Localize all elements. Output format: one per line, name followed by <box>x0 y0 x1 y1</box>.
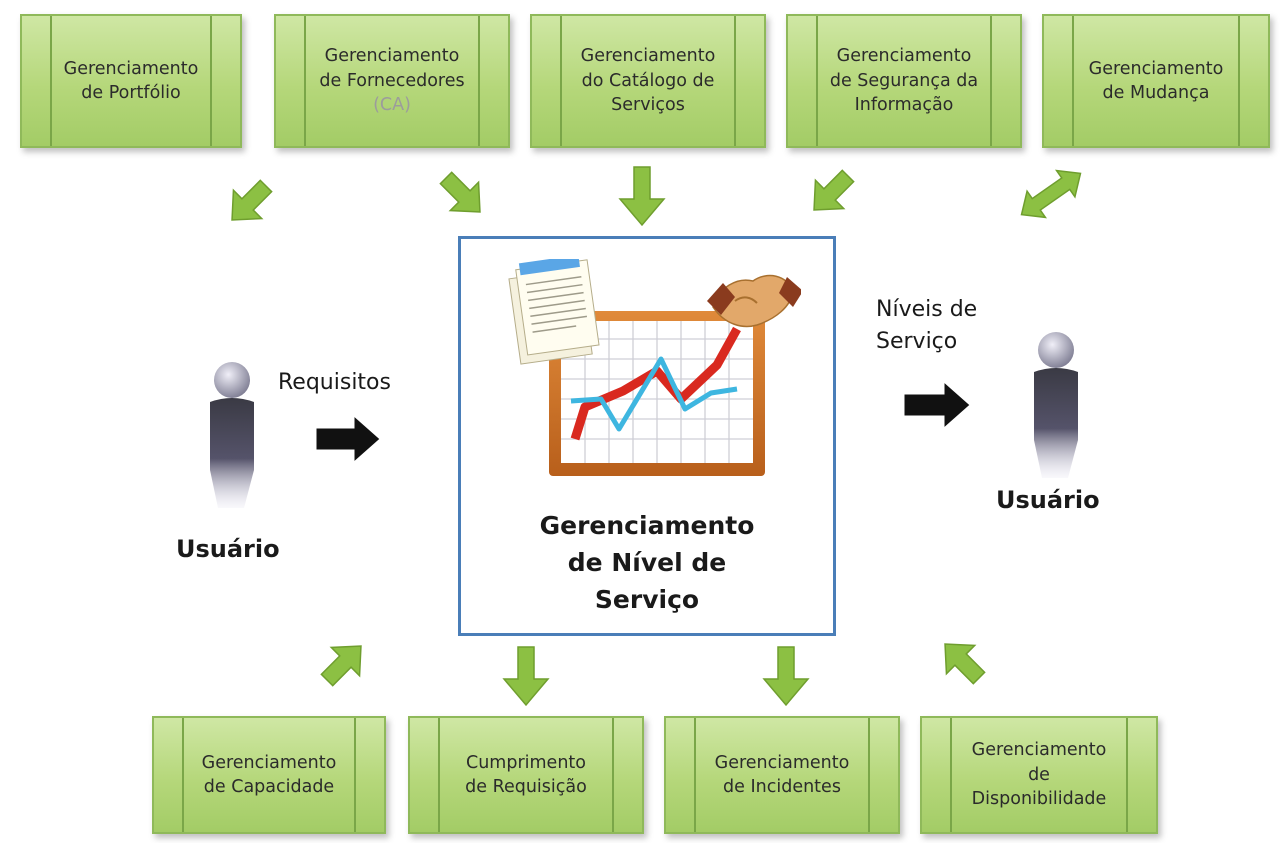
box-label-line: Gerenciamento <box>971 740 1107 761</box>
arrow-center-to-cumprimento <box>496 640 556 710</box>
box-label-line: de Mudança <box>1102 83 1210 103</box>
requisitos-label: Requisitos <box>278 370 391 395</box>
black-arrow-icon <box>315 414 381 464</box>
box-gerenciamento-mudanca: Gerenciamento de Mudança <box>1042 14 1270 148</box>
box-label: Gerenciamento do Catálogo de Serviços <box>549 44 748 118</box>
box-gerenciamento-portfolio: Gerenciamento de Portfólio <box>20 14 242 148</box>
box-label-line: Gerenciamento <box>836 46 972 67</box>
box-label-line: Cumprimento <box>465 752 586 773</box>
box-label-line: de Capacidade <box>203 777 335 797</box>
box-gerenciamento-capacidade: Gerenciamento de Capacidade <box>152 716 386 834</box>
niveis-servico-label: Níveis de Serviço <box>876 294 977 358</box>
box-label-line: Gerenciamento <box>1088 58 1224 79</box>
box-label: Gerenciamento de Portfólio <box>32 57 231 106</box>
box-label: Gerenciamento de Disponibilidade <box>940 738 1139 812</box>
arrow-seguranca-to-center <box>796 158 866 228</box>
user-icon <box>1034 332 1078 478</box>
box-label-line: de Requisição <box>465 777 587 797</box>
box-label-line: Gerenciamento <box>201 752 337 773</box>
arrow-portfolio-to-center <box>214 168 284 238</box>
box-label-line: de Fornecedores <box>319 70 465 91</box>
box-gerenciamento-disponibilidade: Gerenciamento de Disponibilidade <box>920 716 1158 834</box>
center-title-line: de Nível de <box>567 548 727 577</box>
box-label-line: do Catálogo de <box>581 70 715 91</box>
box-label-line: de Segurança da <box>829 70 979 91</box>
box-cumprimento-requisicao: Cumprimento de Requisição <box>408 716 644 834</box>
box-label-line: Gerenciamento <box>580 46 716 67</box>
box-gerenciamento-incidentes: Gerenciamento de Incidentes <box>664 716 900 834</box>
box-label: Gerenciamento de Fornecedores (CA) <box>287 44 496 118</box>
box-gerenciamento-catalogo: Gerenciamento do Catálogo de Serviços <box>530 14 766 148</box>
box-label-note: (CA) <box>373 95 411 116</box>
usuario-label-left: Usuário <box>176 535 280 563</box>
box-label-line: Disponibilidade <box>971 789 1107 810</box>
center-title-line: Gerenciamento <box>539 511 755 540</box>
arrow-fornecedores-to-center <box>428 160 498 230</box>
arrow-disponibilidade-to-center <box>924 624 1000 698</box>
niveis-servico-line: Níveis de <box>876 297 978 322</box>
box-label-line: de <box>1028 764 1050 785</box>
box-label: Gerenciamento de Incidentes <box>683 751 882 800</box>
box-label: Gerenciamento de Mudança <box>1057 57 1256 106</box>
box-label-line: Gerenciamento <box>714 752 850 773</box>
center-title-line: Serviço <box>594 585 700 614</box>
box-label: Cumprimento de Requisição <box>433 751 619 800</box>
black-arrow-icon <box>903 380 971 430</box>
user-icon <box>210 362 254 508</box>
box-label-line: Gerenciamento <box>63 58 199 79</box>
arrow-mudanca-bidirectional <box>1008 158 1094 230</box>
service-level-management-box: Gerenciamento de Nível de Serviço <box>458 236 836 636</box>
box-gerenciamento-fornecedores: Gerenciamento de Fornecedores (CA) <box>274 14 510 148</box>
box-gerenciamento-seguranca: Gerenciamento de Segurança da Informação <box>786 14 1022 148</box>
chart-icon <box>508 259 801 476</box>
arrow-center-to-incidentes <box>756 640 816 710</box>
box-label: Gerenciamento de Capacidade <box>170 751 369 800</box>
box-label: Gerenciamento de Segurança da Informação <box>798 44 1010 118</box>
box-label-line: Gerenciamento <box>324 46 460 67</box>
arrow-catalogo-to-center <box>612 160 672 230</box>
arrow-capacidade-to-center <box>306 628 382 698</box>
box-label-line: de Portfólio <box>81 83 181 103</box>
box-label-line: de Incidentes <box>723 777 841 797</box>
box-label-line: Informação <box>854 95 954 116</box>
niveis-servico-line: Serviço <box>876 328 958 354</box>
center-title: Gerenciamento de Nível de Serviço <box>461 507 833 618</box>
usuario-label-right: Usuário <box>996 486 1100 514</box>
box-label-line: Serviços <box>611 95 685 116</box>
